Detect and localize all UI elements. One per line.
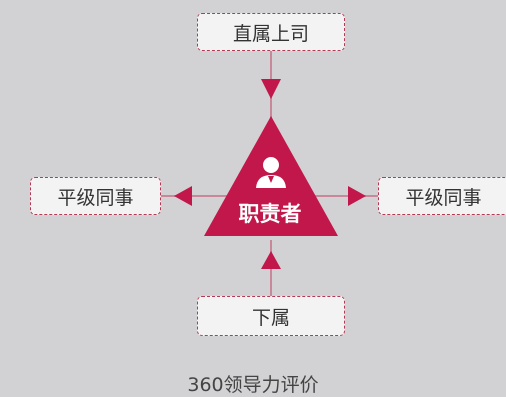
arrow-down-to-center xyxy=(261,79,281,99)
arrow-right-to-peer xyxy=(348,186,366,206)
arrow-up-to-center xyxy=(261,251,281,269)
node-peer-left: 平级同事 xyxy=(30,177,161,215)
node-direct-supervisor: 直属上司 xyxy=(197,13,345,51)
center-label: 职责者 xyxy=(238,202,302,226)
person-icon xyxy=(256,157,286,188)
arrow-left-to-peer xyxy=(174,186,192,206)
node-subordinate: 下属 xyxy=(197,296,345,336)
node-peer-right: 平级同事 xyxy=(378,177,506,215)
diagram-caption: 360领导力评价 xyxy=(187,374,319,396)
